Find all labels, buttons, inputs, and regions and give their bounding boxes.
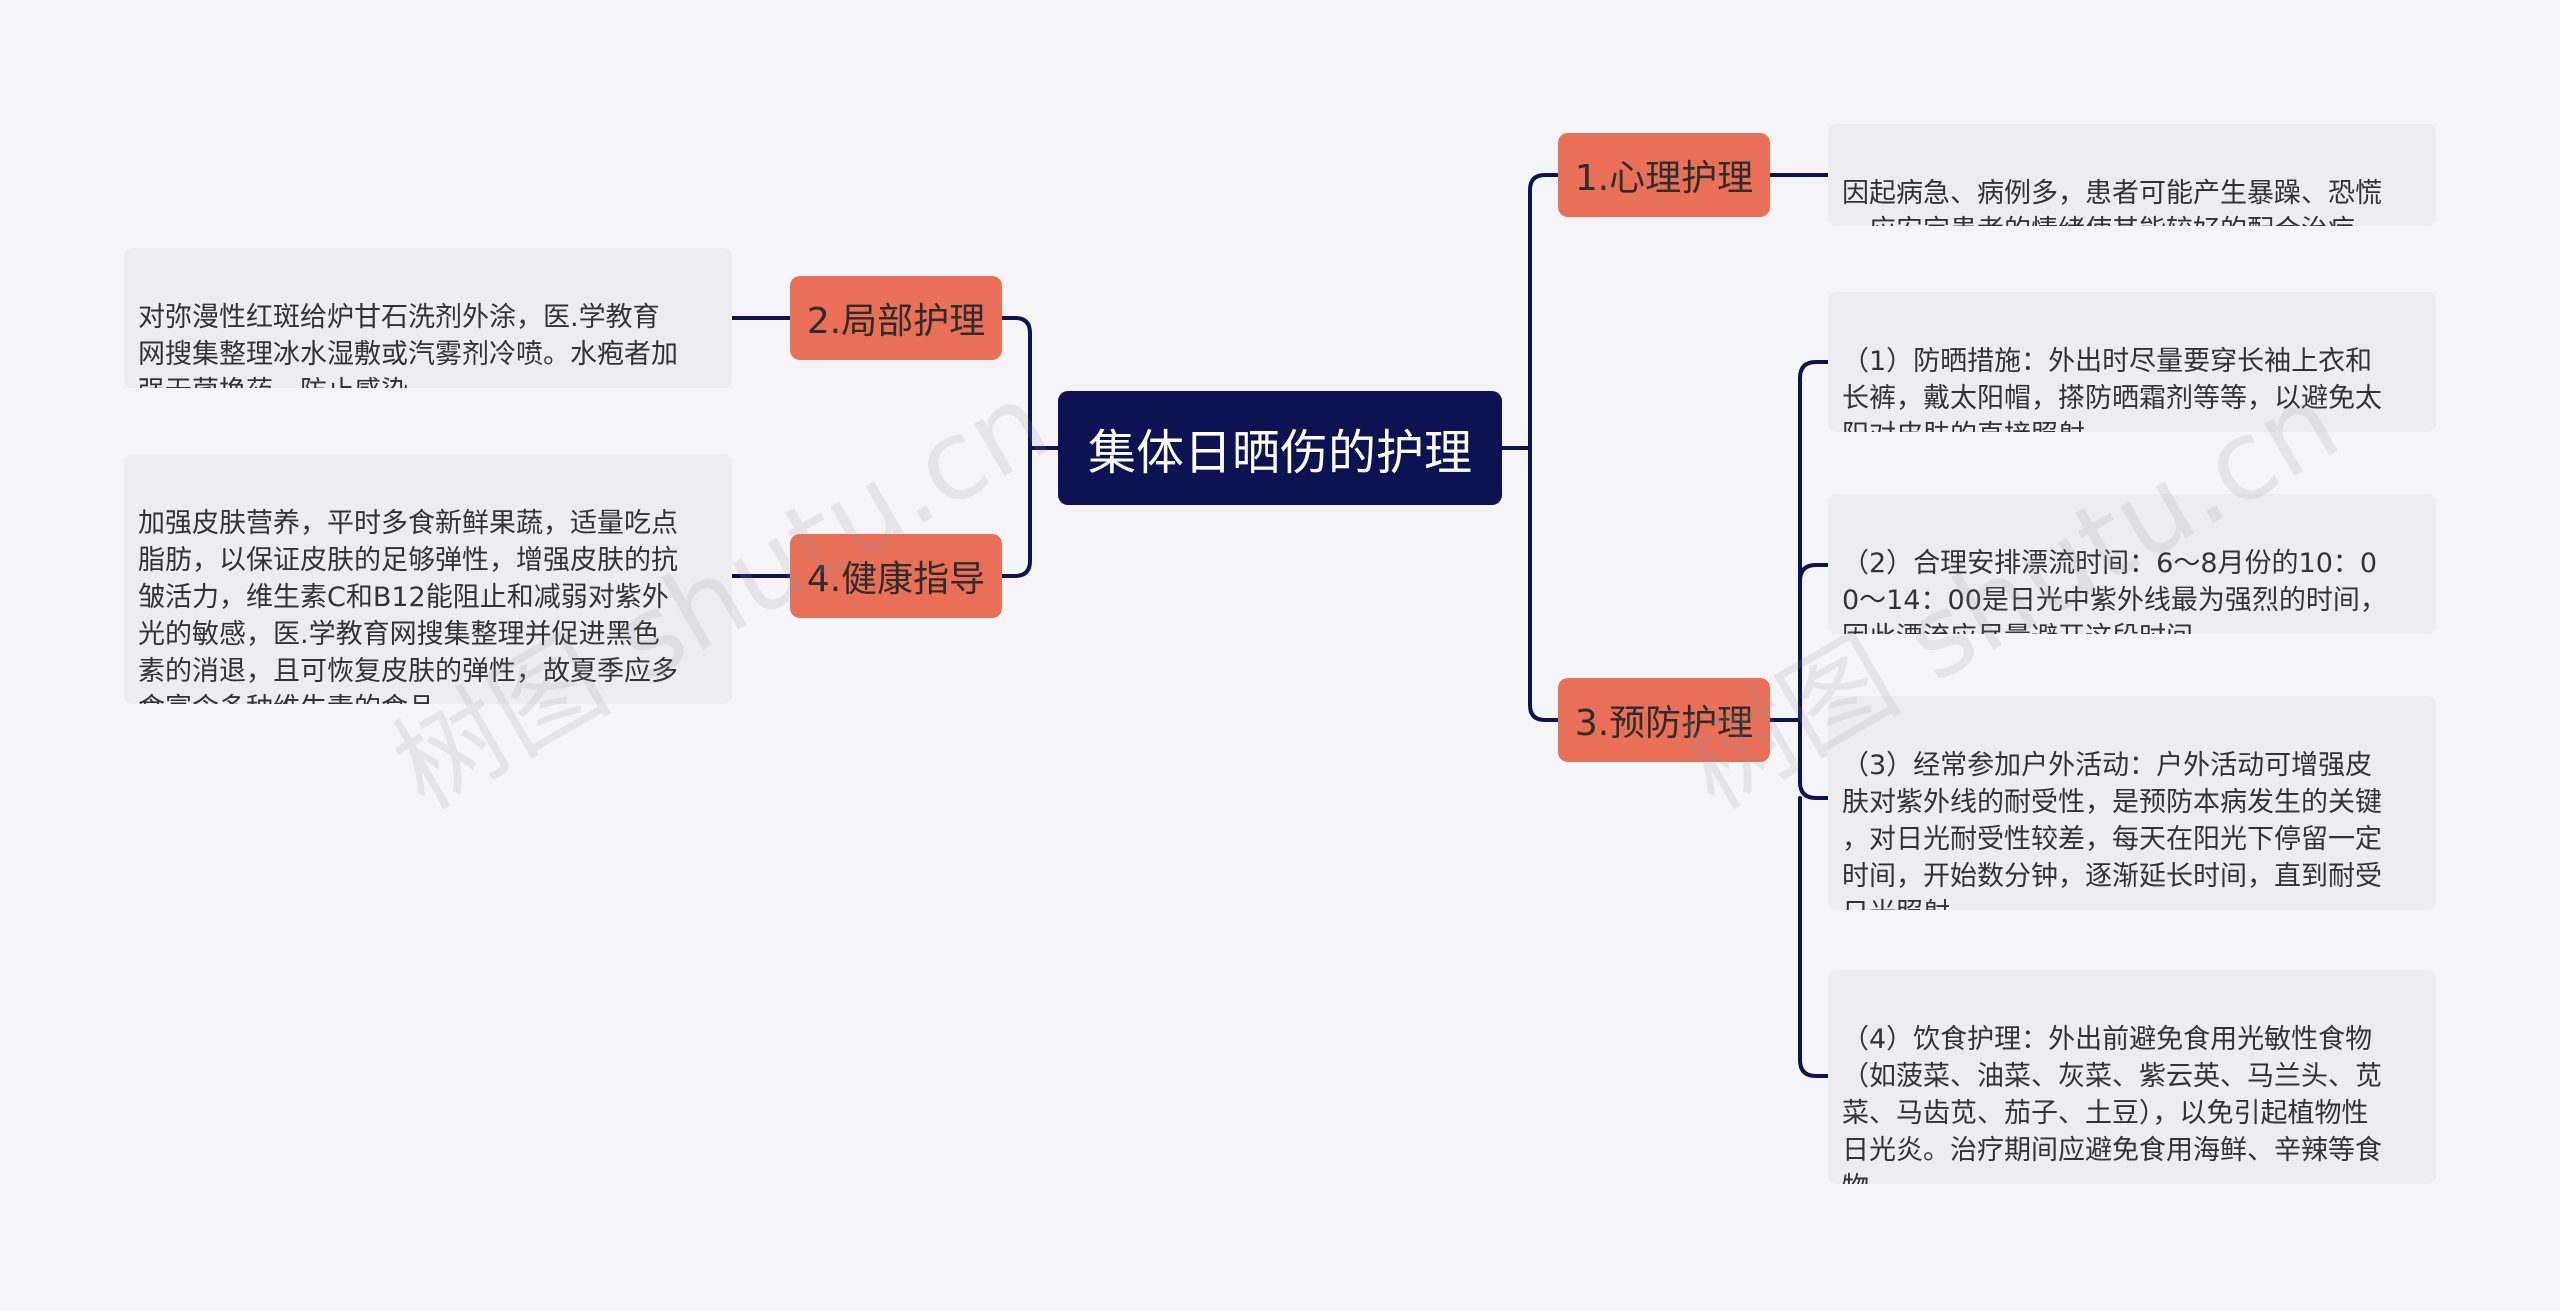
leaf-health-guidance-detail[interactable]: 加强皮肤营养，平时多食新鲜果蔬，适量吃点 脂肪，以保证皮肤的足够弹性，增强皮肤的…	[124, 454, 732, 704]
leaf-text: 加强皮肤营养，平时多食新鲜果蔬，适量吃点 脂肪，以保证皮肤的足够弹性，增强皮肤的…	[138, 508, 678, 704]
connector-root-b1	[1500, 173, 1560, 450]
leaf-text: （4）饮食护理：外出前避免食用光敏性食物 （如菠菜、油菜、灰菜、紫云英、马兰头、…	[1842, 1024, 2382, 1184]
connector-root-b2	[1000, 316, 1060, 450]
leaf-text: （2）合理安排漂流时间：6～8月份的10：0 0～14：00是日光中紫外线最为强…	[1842, 548, 2387, 634]
leaf-text: 对弥漫性红斑给炉甘石洗剂外涂，医.学教育 网搜集整理冰水湿敷或汽雾剂冷喷。水疱者…	[138, 302, 678, 388]
connector-b3-l6	[1798, 796, 1830, 1078]
branch-label: 1.心理护理	[1574, 158, 1754, 199]
connector-b3-l5	[1798, 718, 1830, 800]
leaf-rafting-time[interactable]: （2）合理安排漂流时间：6～8月份的10：0 0～14：00是日光中紫外线最为强…	[1828, 494, 2436, 634]
connector-root-b4	[1000, 446, 1032, 578]
branch-label: 2.局部护理	[806, 301, 986, 342]
branch-label: 4.健康指导	[806, 559, 986, 600]
connector-b3-l3	[1798, 360, 1830, 722]
branch-health-guidance[interactable]: 4.健康指导	[790, 534, 1002, 618]
connector-b3-l4	[1798, 563, 1830, 583]
branch-local-care[interactable]: 2.局部护理	[790, 276, 1002, 360]
leaf-outdoor-activity[interactable]: （3）经常参加户外活动：户外活动可增强皮 肤对紫外线的耐受性，是预防本病发生的关…	[1828, 696, 2436, 910]
root-node[interactable]: 集体日晒伤的护理	[1058, 391, 1502, 505]
leaf-local-care-detail[interactable]: 对弥漫性红斑给炉甘石洗剂外涂，医.学教育 网搜集整理冰水湿敷或汽雾剂冷喷。水疱者…	[124, 248, 732, 388]
branch-label: 3.预防护理	[1574, 703, 1754, 744]
branch-psychological-care[interactable]: 1.心理护理	[1558, 133, 1770, 217]
leaf-diet-care[interactable]: （4）饮食护理：外出前避免食用光敏性食物 （如菠菜、油菜、灰菜、紫云英、马兰头、…	[1828, 970, 2436, 1184]
branch-preventive-care[interactable]: 3.预防护理	[1558, 678, 1770, 762]
leaf-text: （1）防晒措施：外出时尽量要穿长袖上衣和 长裤，戴太阳帽，搽防晒霜剂等等，以避免…	[1842, 346, 2382, 432]
leaf-psychological-detail[interactable]: 因起病急、病例多，患者可能产生暴躁、恐慌 ，应安定患者的情绪使其能较好的配合治疗…	[1828, 124, 2436, 226]
connector-root-b3	[1528, 446, 1560, 722]
root-label: 集体日晒伤的护理	[1087, 425, 1472, 481]
leaf-text: 因起病急、病例多，患者可能产生暴躁、恐慌 ，应安定患者的情绪使其能较好的配合治疗…	[1842, 178, 2382, 226]
leaf-text: （3）经常参加户外活动：户外活动可增强皮 肤对紫外线的耐受性，是预防本病发生的关…	[1842, 750, 2382, 910]
leaf-sun-protection[interactable]: （1）防晒措施：外出时尽量要穿长袖上衣和 长裤，戴太阳帽，搽防晒霜剂等等，以避免…	[1828, 292, 2436, 432]
